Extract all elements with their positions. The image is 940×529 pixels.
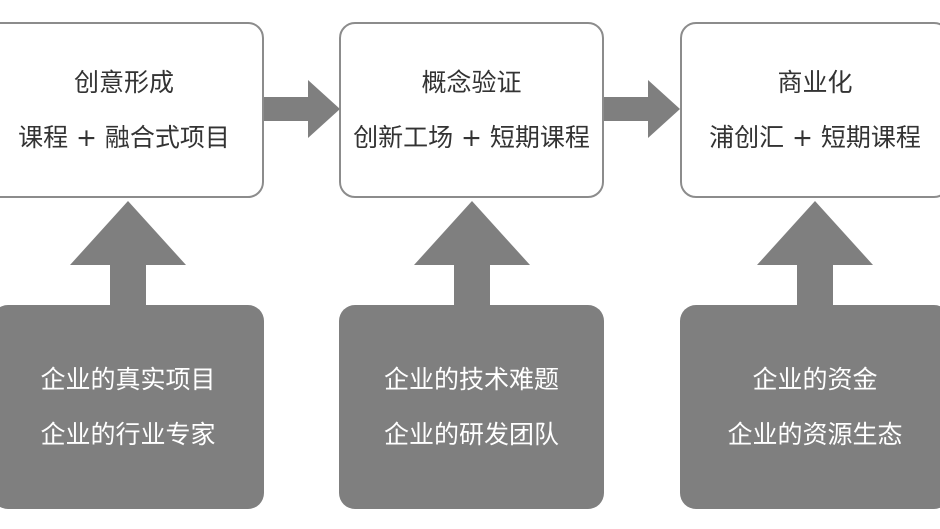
support-arrow-up-icon xyxy=(414,201,530,307)
support-arrow-up-icon xyxy=(70,201,186,307)
stage-title: 创意形成 xyxy=(73,68,174,97)
stage-title: 商业化 xyxy=(777,68,853,97)
resource-line: 企业的资源生态 xyxy=(727,420,903,449)
stage-subtitle: 浦创汇 + 短期课程 xyxy=(709,123,921,152)
resource-box-funding: 企业的资金 企业的资源生态 xyxy=(680,305,940,509)
stage-subtitle: 课程 + 融合式项目 xyxy=(18,123,230,152)
resource-line: 企业的技术难题 xyxy=(383,365,559,394)
stage-subtitle: 创新工场 + 短期课程 xyxy=(353,123,590,152)
resource-line: 企业的真实项目 xyxy=(40,365,216,394)
stage-box-commercial: 商业化 浦创汇 + 短期课程 xyxy=(680,22,940,198)
resource-line: 企业的研发团队 xyxy=(383,420,559,449)
stage-box-idea: 创意形成 课程 + 融合式项目 xyxy=(0,22,264,198)
resource-box-projects: 企业的真实项目 企业的行业专家 xyxy=(0,305,264,509)
resource-line: 企业的行业专家 xyxy=(40,420,216,449)
resource-line: 企业的资金 xyxy=(752,365,878,394)
stage-title: 概念验证 xyxy=(421,68,522,97)
stage-box-concept: 概念验证 创新工场 + 短期课程 xyxy=(339,22,604,198)
support-arrow-up-icon xyxy=(757,201,873,307)
flow-arrow-right-icon xyxy=(264,80,340,138)
flow-arrow-right-icon xyxy=(604,80,680,138)
resource-box-rnd: 企业的技术难题 企业的研发团队 xyxy=(339,305,604,509)
